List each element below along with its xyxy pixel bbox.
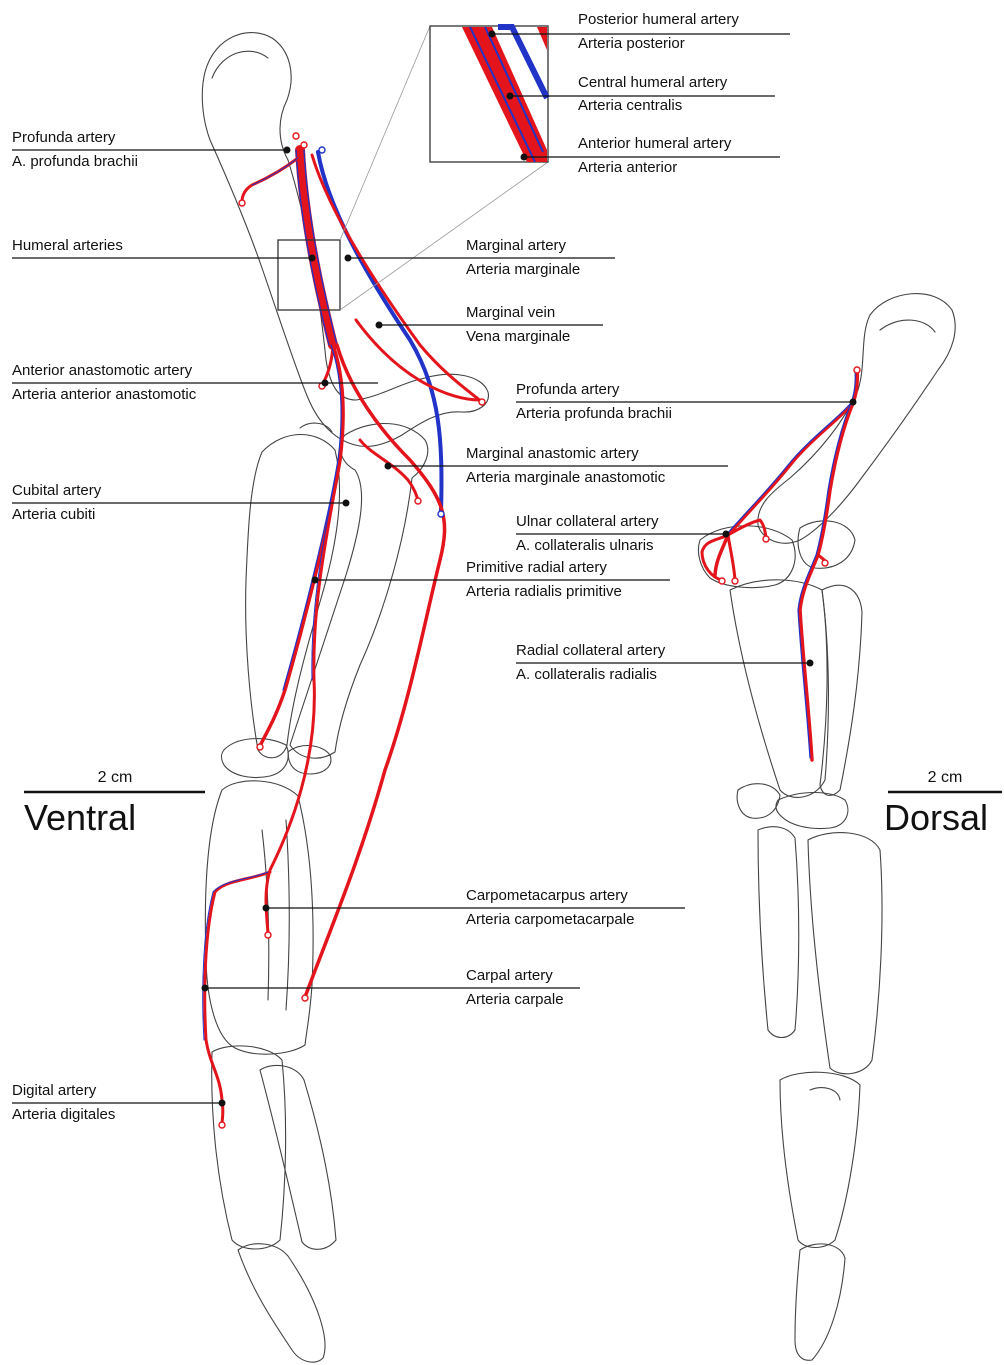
label-la: Arteria marginale (466, 261, 580, 278)
label-la: Arteria radialis primitive (466, 583, 622, 600)
label-carpometacarpus-artery: Carpometacarpus artery Arteria carpometa… (263, 887, 686, 928)
label-en: Anterior humeral artery (578, 135, 732, 152)
label-en: Anterior anastomotic artery (12, 362, 193, 379)
dorsal-scale-label: 2 cm (928, 769, 963, 786)
label-la: Arteria anterior (578, 159, 677, 176)
label-primitive-radial-artery: Primitive radial artery Arteria radialis… (312, 559, 671, 600)
ventral-vessels (203, 133, 485, 1128)
label-profunda-artery-ventral: Profunda artery A. profunda brachii (12, 129, 291, 170)
ventral-title-group: 2 cm Ventral (24, 769, 205, 838)
label-en: Radial collateral artery (516, 642, 666, 659)
label-humeral-arteries: Humeral arteries (12, 237, 316, 262)
label-profunda-artery-dorsal: Profunda artery Arteria profunda brachii (516, 381, 857, 422)
label-en: Primitive radial artery (466, 559, 607, 576)
dorsal-vessels (702, 367, 860, 760)
label-en: Carpometacarpus artery (466, 887, 628, 904)
label-la: Arteria profunda brachii (516, 405, 672, 422)
label-la: Arteria digitales (12, 1106, 115, 1123)
label-marginal-anastomic-artery: Marginal anastomic artery Arteria margin… (385, 445, 729, 486)
label-la: Arteria carpale (466, 991, 564, 1008)
dorsal-title-group: 2 cm Dorsal (884, 769, 1002, 838)
label-en: Posterior humeral artery (578, 11, 739, 28)
label-en: Cubital artery (12, 482, 102, 499)
label-en: Profunda artery (12, 129, 116, 146)
label-en: Marginal vein (466, 304, 555, 321)
label-la: Arteria centralis (578, 97, 682, 114)
label-en: Marginal anastomic artery (466, 445, 639, 462)
label-cubital-artery: Cubital artery Arteria cubiti (12, 482, 350, 523)
dorsal-title: Dorsal (884, 797, 988, 838)
label-la: Arteria anterior anastomotic (12, 386, 197, 403)
label-anterior-anastomotic-artery: Anterior anastomotic artery Arteria ante… (12, 362, 378, 403)
label-la: Arteria carpometacarpale (466, 911, 634, 928)
label-en: Central humeral artery (578, 74, 728, 91)
label-la: Vena marginale (466, 328, 570, 345)
label-en: Carpal artery (466, 967, 553, 984)
label-en: Profunda artery (516, 381, 620, 398)
label-radial-collateral-artery: Radial collateral artery A. collateralis… (516, 642, 814, 683)
label-la: Arteria posterior (578, 35, 685, 52)
label-carpal-artery: Carpal artery Arteria carpale (202, 967, 581, 1008)
label-marginal-artery: Marginal artery Arteria marginale (345, 237, 616, 278)
label-la: A. profunda brachii (12, 153, 138, 170)
label-digital-artery: Digital artery Arteria digitales (12, 1082, 226, 1123)
inset-label-anterior: Anterior humeral artery Arteria anterior (521, 135, 781, 176)
label-la: Arteria marginale anastomotic (466, 469, 666, 486)
label-la: A. collateralis radialis (516, 666, 657, 683)
label-en: Marginal artery (466, 237, 567, 254)
label-en: Ulnar collateral artery (516, 513, 659, 530)
ventral-scale-label: 2 cm (98, 769, 133, 786)
ventral-title: Ventral (24, 797, 136, 838)
label-en: Digital artery (12, 1082, 97, 1099)
label-la: A. collateralis ulnaris (516, 537, 654, 554)
label-ulnar-collateral-artery: Ulnar collateral artery A. collateralis … (516, 513, 730, 554)
label-en: Humeral arteries (12, 237, 123, 254)
label-la: Arteria cubiti (12, 506, 95, 523)
